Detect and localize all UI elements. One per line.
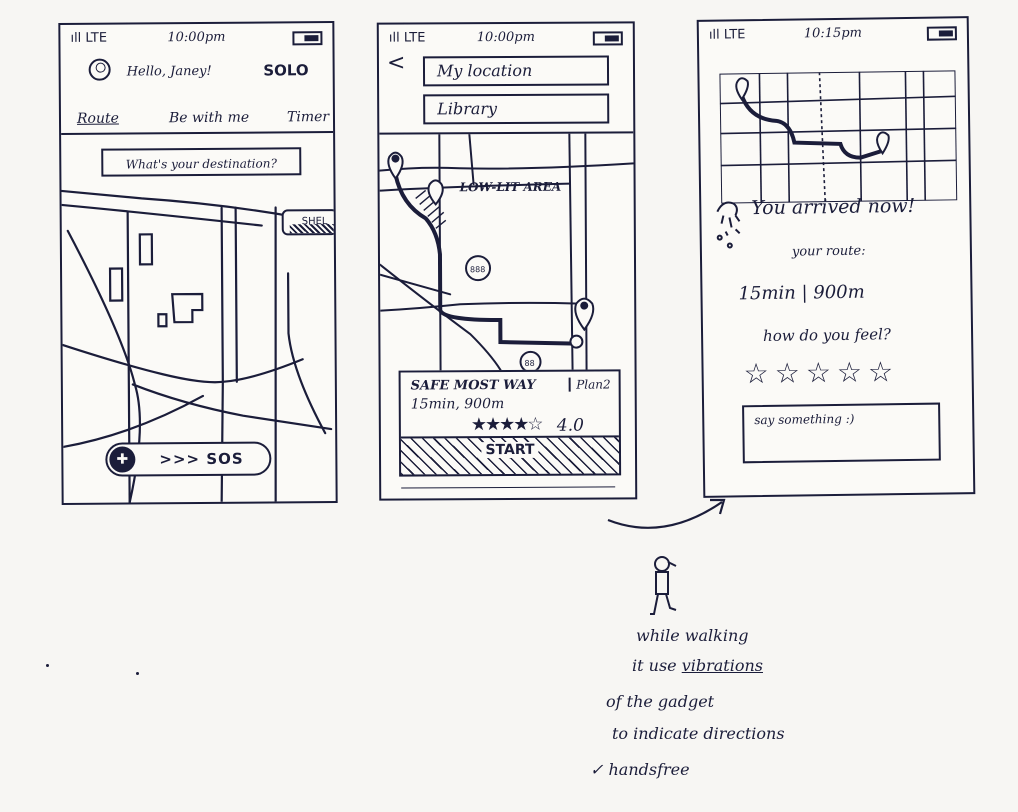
header: Hello, Janey! SOLO [88,55,319,97]
paper-speck [46,664,49,667]
arrival-message: You arrived now! [751,194,916,220]
route-map[interactable]: 888 88 [379,133,635,371]
screen-route-plan: ıll LTE 10:00pm < My location Library [376,21,638,501]
route-label: your route: [791,243,866,260]
route-plan-card[interactable]: SAFE MOST WAY Plan2 15min, 900m ★★★★☆ 4.… [398,369,622,477]
tab-bar: Route Be with me Timer [76,109,330,133]
hazard-label: LOW-LIT AREA [459,179,562,195]
battery-icon [592,31,623,46]
note-line: of the gadget [606,692,715,711]
svg-text:888: 888 [470,265,485,274]
shelter-chip[interactable]: SHEL [281,209,338,236]
battery-icon [926,26,957,41]
walking-person-icon [650,556,677,615]
status-time: 10:00pm [167,29,226,46]
start-button[interactable]: START [400,435,620,475]
tab-be-with-me[interactable]: Be with me [168,109,250,127]
note-line: while walking [636,626,749,645]
greeting-text: Hello, Janey! [126,63,212,80]
status-time: 10:00pm [476,29,535,46]
celebration-icon [716,201,741,249]
signal-indicator: ıll LTE [70,30,108,46]
plan-name: SAFE MOST WAY [410,377,536,394]
status-bar: ıll LTE 10:15pm [709,24,957,45]
note-line: to indicate directions [612,724,785,743]
signal-indicator: ıll LTE [388,30,426,46]
origin-field[interactable]: My location [422,55,610,87]
battery-icon [292,31,323,46]
route-summary-map [719,70,958,204]
signal-indicator: ıll LTE [708,27,746,43]
note-text: it use [632,656,682,675]
home-indicator [401,486,616,489]
start-label: START [481,441,539,459]
feedback-input[interactable]: say something :) [742,402,941,464]
note-line: ✓ handsfree [590,760,690,779]
paper-speck [136,672,139,675]
tab-timer[interactable]: Timer [286,109,330,126]
avatar[interactable] [88,58,111,81]
mode-label[interactable]: SOLO [263,61,309,80]
flow-arrow-icon [607,498,726,529]
feel-prompt: how do you feel? [762,325,891,346]
screen-arrived: ıll LTE 10:15pm You arrived now! your ro… [696,16,976,498]
sos-label: >>> SOS [159,449,244,469]
sos-button[interactable]: ✚ >>> SOS [105,441,272,477]
shield-plus-icon: ✚ [109,446,136,473]
status-time: 10:15pm [803,25,863,42]
status-bar: ıll LTE 10:00pm [389,29,623,48]
note-line: it use vibrations [632,656,763,675]
plan-rating: 4.0 [556,415,584,436]
destination-input[interactable]: What's your destination? [101,147,302,177]
tab-route[interactable]: Route [76,110,119,127]
plan-number[interactable]: Plan2 [568,377,611,392]
svg-text:88: 88 [525,359,535,368]
note-emphasis: vibrations [681,656,763,675]
screen-home: ıll LTE 10:00pm Hello, Janey! SOLO Route… [58,21,338,505]
star-rating-input[interactable]: ☆☆☆☆☆ [743,355,900,391]
route-stats: 15min | 900m [738,281,865,305]
map-view[interactable] [61,133,336,503]
plan-stars-icon: ★★★★☆ [470,413,542,436]
back-icon[interactable]: < [386,50,406,76]
status-bar: ıll LTE 10:00pm [70,29,323,49]
destination-field[interactable]: Library [423,93,610,125]
plan-stats: 15min, 900m [410,396,505,413]
